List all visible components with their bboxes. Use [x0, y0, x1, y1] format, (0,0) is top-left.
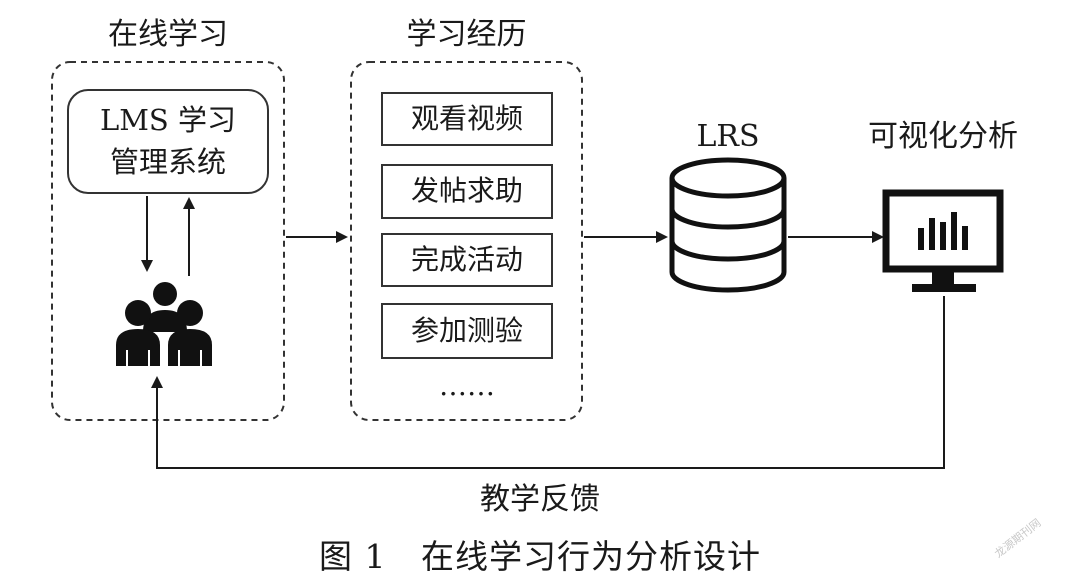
figure-caption: 图 1 在线学习行为分析设计 — [319, 537, 761, 576]
activity-box-take-quiz — [381, 303, 553, 359]
online-learning-title: 在线学习 — [108, 17, 228, 52]
activity-box-post-help — [381, 164, 553, 219]
activity-label: 完成活动 — [410, 243, 523, 276]
database-icon — [669, 157, 787, 293]
visual-analysis-title: 可视化分析 — [868, 119, 1018, 154]
lms-box — [67, 89, 269, 194]
feedback-loop-line — [151, 296, 945, 469]
feedback-label: 教学反馈 — [480, 482, 600, 517]
monitor-chart-icon — [882, 189, 1004, 292]
learning-experience-title: 学习经历 — [406, 17, 527, 52]
activity-label: 参加测验 — [410, 314, 523, 347]
lrs-title: LRS — [696, 119, 760, 154]
activity-ellipsis: …… — [439, 369, 495, 402]
activity-label: 观看视频 — [410, 102, 523, 135]
activity-box-complete-activity — [381, 233, 553, 287]
activity-box-watch-video — [381, 92, 553, 146]
lms-label-line1: LMS 学习 — [99, 103, 237, 137]
group-of-learners-icon — [116, 282, 212, 366]
lms-label-line2: 管理系统 — [109, 145, 226, 179]
online-learning-container — [51, 61, 285, 421]
learning-experience-container — [350, 61, 583, 421]
activity-label: 发帖求助 — [410, 174, 523, 207]
